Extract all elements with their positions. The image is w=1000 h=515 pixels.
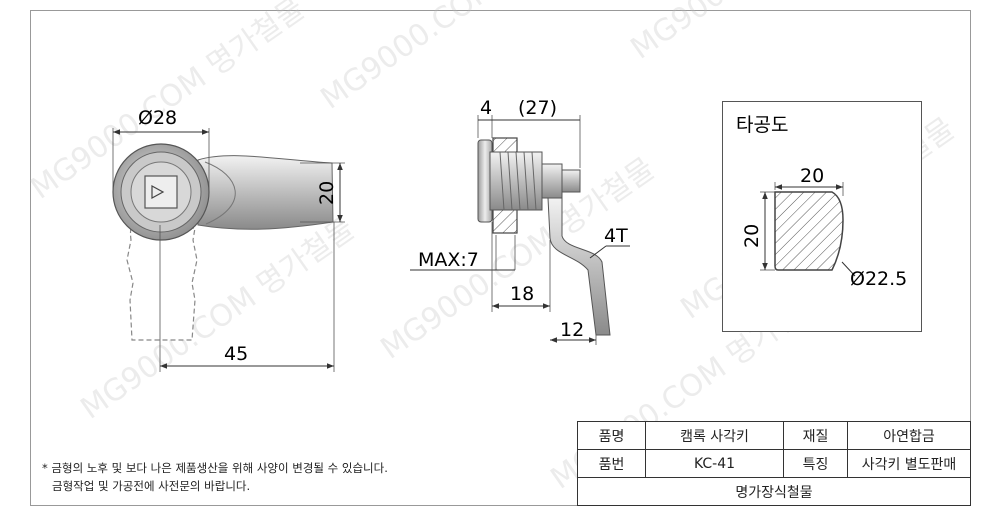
cam-dashed-outline [126,227,198,341]
dim-thickness: 4 [480,97,492,119]
cutout-title: 타공도 [736,114,788,136]
table-row: 명가장식철물 [577,477,971,506]
dim-height: 20 [316,181,338,205]
side-view: 4 (27) MAX:7 18 12 4T [410,97,630,345]
dim-cam-offset: 12 [560,319,584,341]
dim-depth: 18 [510,283,534,305]
cutout-diameter: Ø22.5 [850,268,907,290]
name-value: 캠록 사각키 [645,421,784,450]
dim-max-panel: MAX:7 [418,249,479,271]
note-line-1: * 금형의 노후 및 보다 나은 제품생산을 위해 사양이 변경될 수 있습니다… [42,461,388,475]
part-value: KC-41 [645,449,784,478]
spec-table: 품명 캠록 사각키 재질 아연합금 품번 KC-41 특징 사각키 별도판매 명… [577,421,971,506]
feature-value: 사각키 별도판매 [847,449,971,478]
watermark-text: MG9000.COM 명가철물 [75,211,362,426]
table-row: 품번 KC-41 특징 사각키 별도판매 [577,449,971,478]
note-line-2: 금형작업 및 가공전에 사전문의 바랍니다. [52,479,251,493]
dim-diameter: Ø28 [138,107,177,129]
watermark-text: MG9000.COM 명가철물 [625,0,912,67]
cutout-view: 타공도 20 20 Ø22.5 [722,101,922,332]
threaded-body [489,151,543,211]
nut [561,169,581,193]
cutout-height: 20 [741,224,763,248]
feature-label: 특징 [783,449,848,478]
cam [197,155,334,230]
cutout-shape [774,191,844,271]
arrow-icon [151,184,165,200]
front-view: Ø28 20 45 [112,107,345,372]
watermark-text: MG9000.COM 명가철물 [315,0,602,117]
cam-arm [547,197,611,336]
dim-length: 45 [224,343,248,365]
dim-overall: (27) [518,97,557,119]
cutout-width: 20 [800,165,824,187]
drawing-frame [30,10,971,506]
name-label: 품명 [577,421,646,450]
dim-cam-thickness: 4T [604,225,628,247]
material-label: 재질 [783,421,848,450]
part-label: 품번 [577,449,646,478]
company-name: 명가장식철물 [577,477,971,506]
table-row: 품명 캠록 사각키 재질 아연합금 [577,421,971,450]
key-slot [144,175,178,209]
material-value: 아연합금 [847,421,971,450]
